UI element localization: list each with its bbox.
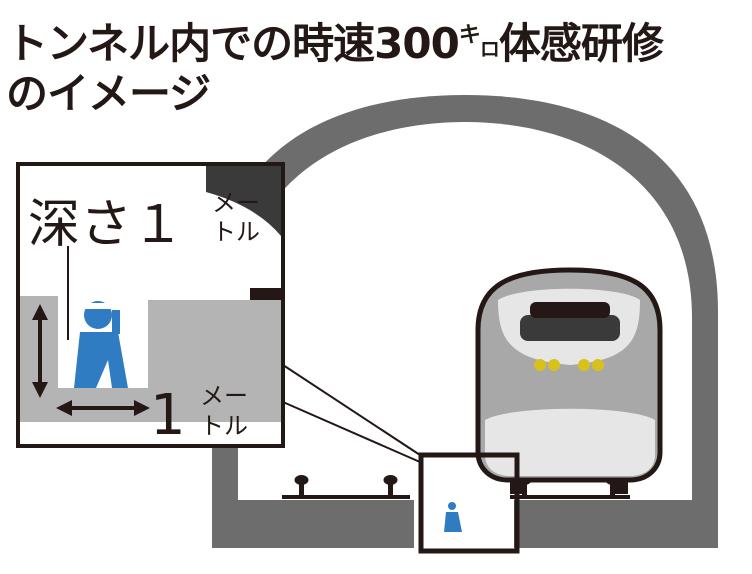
title-unit-ki: キ [458,23,481,48]
rail-left-2 [383,475,398,497]
worker-icon [74,301,128,388]
rail-left-1 [294,475,309,497]
small-worker-icon [444,502,462,532]
zoom-lines [282,364,421,463]
width-label-main: 1 [150,383,186,448]
diagram-title-line-2: のイメージ [6,69,211,118]
depth-label: 深さ１ メー トル [28,189,260,255]
diagram-title-line-1: トンネル内での時速300キロ体感研修 [6,10,664,71]
title-unit-ro: ロ [479,37,500,61]
depth-label-unit-top: メー [212,189,260,217]
pit-highlight-box [418,452,520,554]
width-arrow [56,400,150,416]
train [475,267,663,494]
depth-arrow [32,246,69,398]
depth-label-main: 深さ１ [28,195,184,255]
width-label: 1 メー トル [150,382,248,448]
width-label-unit-bottom: トル [200,412,248,440]
inset-panel [16,162,285,448]
title-tail: 体感研修 [498,19,664,68]
title-main: トンネル内での時速300 [6,19,460,68]
width-label-unit-top: メー [200,382,248,410]
depth-label-unit-bottom: トル [212,218,260,246]
